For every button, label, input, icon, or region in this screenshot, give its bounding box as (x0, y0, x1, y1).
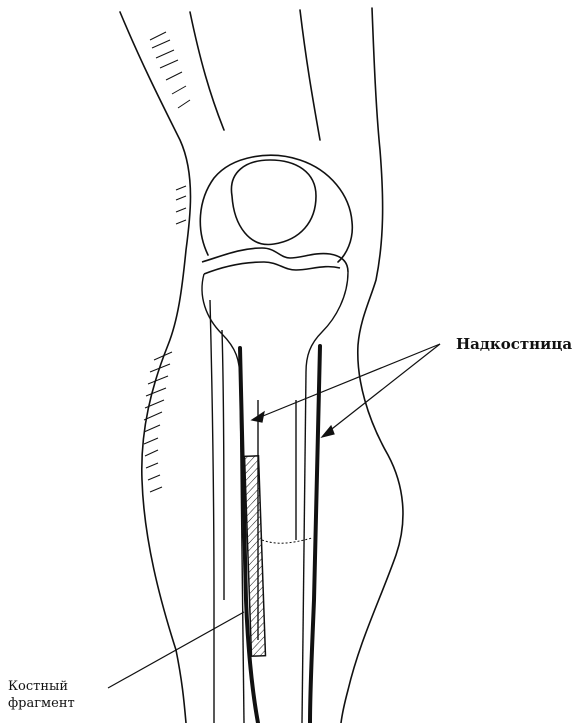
leg-outline-right (341, 8, 403, 723)
thigh-inner-line (190, 12, 224, 130)
fibula-right (222, 330, 224, 600)
bone-fragment-leader (108, 612, 244, 688)
leg-outline-left (120, 12, 191, 723)
calf-shading (144, 32, 190, 492)
tibia-shaft-right (302, 372, 306, 723)
label-bone-fragment-line2: фрагмент (8, 696, 75, 711)
periosteum-leaders (252, 344, 440, 437)
tibia (202, 272, 348, 723)
label-periosteum: Надкостница (456, 335, 572, 353)
fibula-left (210, 300, 214, 723)
patella (231, 160, 316, 244)
tibia-head-left (202, 274, 240, 380)
periosteum-right (310, 346, 320, 723)
femur-condyles (200, 155, 352, 262)
tibial-plateau (202, 248, 348, 274)
label-bone-fragment-line1: Костный (8, 679, 68, 694)
thigh-inner-line-2 (300, 10, 320, 140)
tibia-head-right (306, 272, 348, 372)
